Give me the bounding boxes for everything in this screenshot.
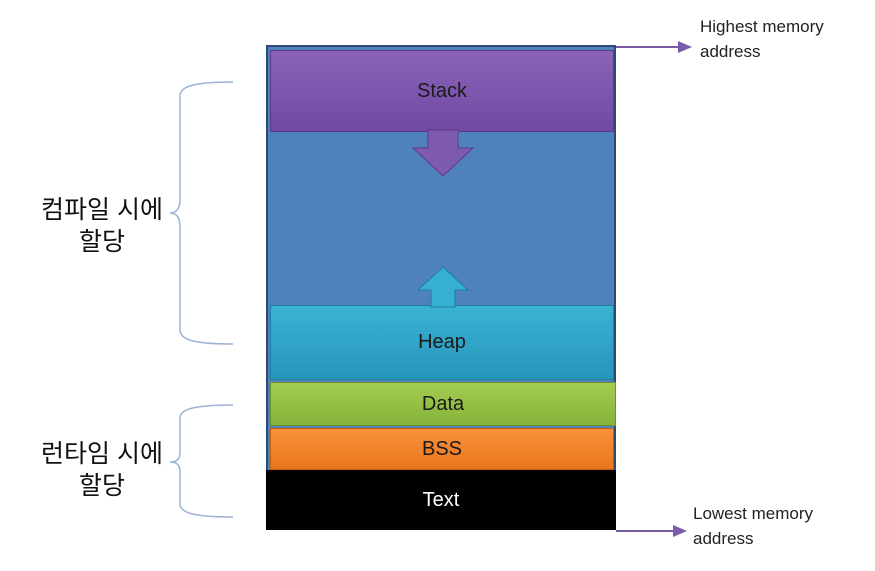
- runtime-brace: [169, 404, 234, 518]
- heap-label: Heap: [418, 331, 466, 353]
- stack-growth-down-arrow: [411, 129, 475, 177]
- lowest-memory-address-label: Lowest memory address: [693, 504, 813, 548]
- text-segment: Text: [266, 470, 616, 530]
- highest-address-pointer: [616, 41, 692, 53]
- runtime-allocation-label: 런타임 시에 할당: [41, 440, 163, 500]
- bss-segment: BSS: [270, 428, 614, 470]
- data-label: Data: [421, 392, 465, 415]
- compile-time-allocation-label: 컴파일 시에 할당: [41, 196, 163, 256]
- highest-memory-address-label: Highest memory address: [700, 17, 824, 61]
- heap-growth-up-arrow: [416, 266, 470, 308]
- text-label: Text: [422, 488, 460, 511]
- lowest-address-pointer: [616, 525, 687, 537]
- compile-time-brace: [169, 81, 234, 345]
- stack-segment: Stack: [270, 50, 614, 132]
- data-segment: Data: [270, 382, 616, 426]
- stack-label: Stack: [416, 79, 468, 102]
- bss-label: BSS: [421, 437, 463, 460]
